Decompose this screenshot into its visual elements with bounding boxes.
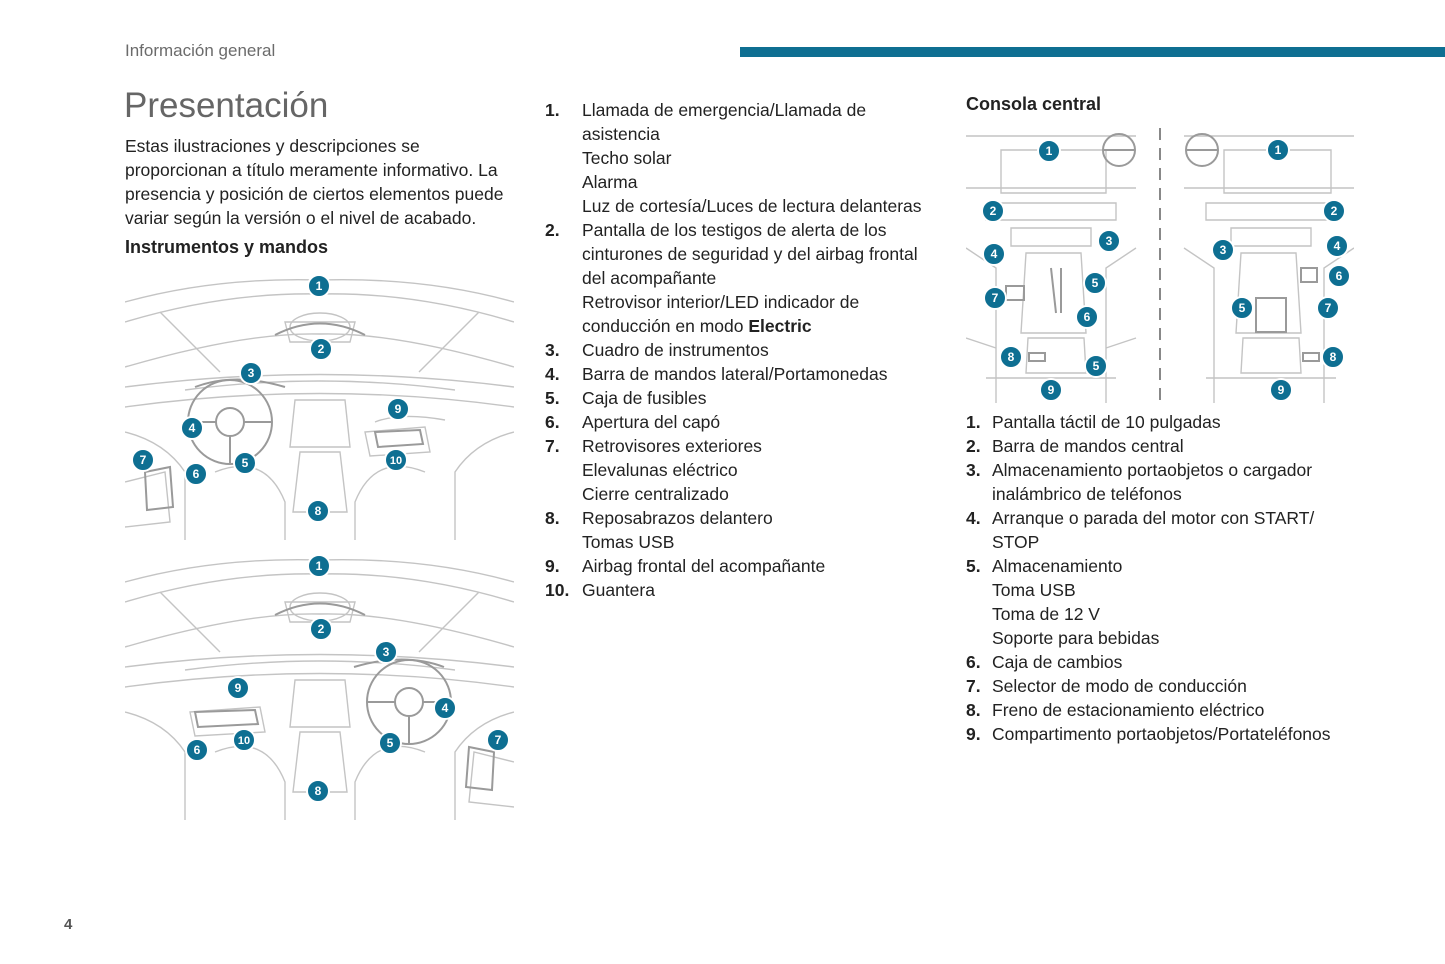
svg-text:2: 2 <box>318 342 325 356</box>
electric-mode-label: Electric <box>748 316 812 336</box>
svg-text:3: 3 <box>383 645 390 659</box>
svg-text:6: 6 <box>1084 310 1091 324</box>
svg-text:8: 8 <box>1330 350 1337 364</box>
svg-text:3: 3 <box>1106 234 1113 248</box>
list-item: 9. Compartimento portaobjetos/Portateléf… <box>966 724 1331 744</box>
svg-text:3: 3 <box>248 366 255 380</box>
svg-text:2: 2 <box>1331 204 1338 218</box>
list-item: 7. Selector de modo de conducción <box>966 676 1247 696</box>
list-item: 6. Apertura del capó <box>545 412 721 432</box>
svg-text:1: 1 <box>1275 143 1282 157</box>
console-list: 1. Pantalla táctil de 10 pulgadas 2. Bar… <box>966 410 1366 746</box>
intro-paragraph: Estas ilustraciones y descripciones se p… <box>125 136 504 228</box>
svg-text:10: 10 <box>238 735 250 747</box>
svg-text:7: 7 <box>1325 301 1332 315</box>
list-item: 8. Reposabrazos delantero Tomas USB <box>545 508 773 552</box>
svg-text:1: 1 <box>316 559 323 573</box>
instruments-list: 1. Llamada de emergencia/Llamada de asis… <box>545 98 940 602</box>
svg-text:6: 6 <box>193 467 200 481</box>
section-label: Información general <box>125 41 276 60</box>
svg-text:5: 5 <box>242 456 249 470</box>
list-item: 3. Almacenamiento portaobjetos o cargado… <box>966 460 1313 504</box>
svg-text:1: 1 <box>1046 144 1053 158</box>
section-accent-bar <box>740 47 1445 57</box>
svg-text:5: 5 <box>387 736 394 750</box>
list-item: 1. Llamada de emergencia/Llamada de asis… <box>545 100 922 216</box>
page-title: Presentación <box>124 86 329 125</box>
svg-text:2: 2 <box>990 204 997 218</box>
list-item: 4. Arranque o parada del motor con START… <box>966 508 1315 552</box>
list-item: 10. Guantera <box>545 580 655 600</box>
svg-text:6: 6 <box>1336 269 1343 283</box>
list-item: 6. Caja de cambios <box>966 652 1123 672</box>
svg-text:2: 2 <box>318 622 325 636</box>
svg-text:1: 1 <box>316 279 323 293</box>
instruments-heading: Instrumentos y mandos <box>125 237 329 257</box>
svg-text:3: 3 <box>1220 243 1227 257</box>
svg-text:4: 4 <box>442 701 449 715</box>
svg-text:8: 8 <box>315 784 322 798</box>
dashboard-illustration-rhd: 1 2 3 4 5 6 7 8 9 10 <box>125 552 514 820</box>
list-item: 2. Barra de mandos central <box>966 436 1184 456</box>
list-item: 2. Pantalla de los testigos de alerta de… <box>545 220 918 336</box>
svg-text:6: 6 <box>194 743 201 757</box>
svg-text:9: 9 <box>1048 383 1055 397</box>
dashboard-illustration-lhd: 1 2 3 4 5 6 7 8 9 10 <box>125 272 514 540</box>
svg-text:7: 7 <box>495 733 502 747</box>
svg-text:4: 4 <box>1334 239 1341 253</box>
console-heading: Consola central <box>966 94 1102 114</box>
list-item: 5. Caja de fusibles <box>545 388 707 408</box>
console-illustration: 1 2 3 4 5 5 6 7 8 9 1 2 3 4 5 6 7 8 9 <box>966 128 1354 403</box>
svg-text:4: 4 <box>189 421 196 435</box>
list-item: 3. Cuadro de instrumentos <box>545 340 769 360</box>
list-item: 8. Freno de estacionamiento eléctrico <box>966 700 1265 720</box>
svg-text:8: 8 <box>315 504 322 518</box>
svg-text:5: 5 <box>1239 301 1246 315</box>
svg-text:9: 9 <box>395 402 402 416</box>
list-item: 7. Retrovisores exteriores Elevalunas el… <box>545 436 762 504</box>
list-item: 4. Barra de mandos lateral/Portamonedas <box>545 364 888 384</box>
list-item: 5. Almacenamiento Toma USB Toma de 12 V … <box>966 556 1160 648</box>
page-number: 4 <box>64 916 73 933</box>
svg-text:5: 5 <box>1092 276 1099 290</box>
svg-text:8: 8 <box>1008 350 1015 364</box>
list-item: 9. Airbag frontal del acompañante <box>545 556 826 576</box>
svg-text:7: 7 <box>140 453 147 467</box>
svg-text:10: 10 <box>390 455 402 467</box>
svg-text:9: 9 <box>235 681 242 695</box>
svg-text:5: 5 <box>1093 359 1100 373</box>
list-item: 1. Pantalla táctil de 10 pulgadas <box>966 412 1221 432</box>
svg-text:7: 7 <box>992 291 999 305</box>
svg-text:4: 4 <box>991 247 998 261</box>
svg-text:9: 9 <box>1278 383 1285 397</box>
